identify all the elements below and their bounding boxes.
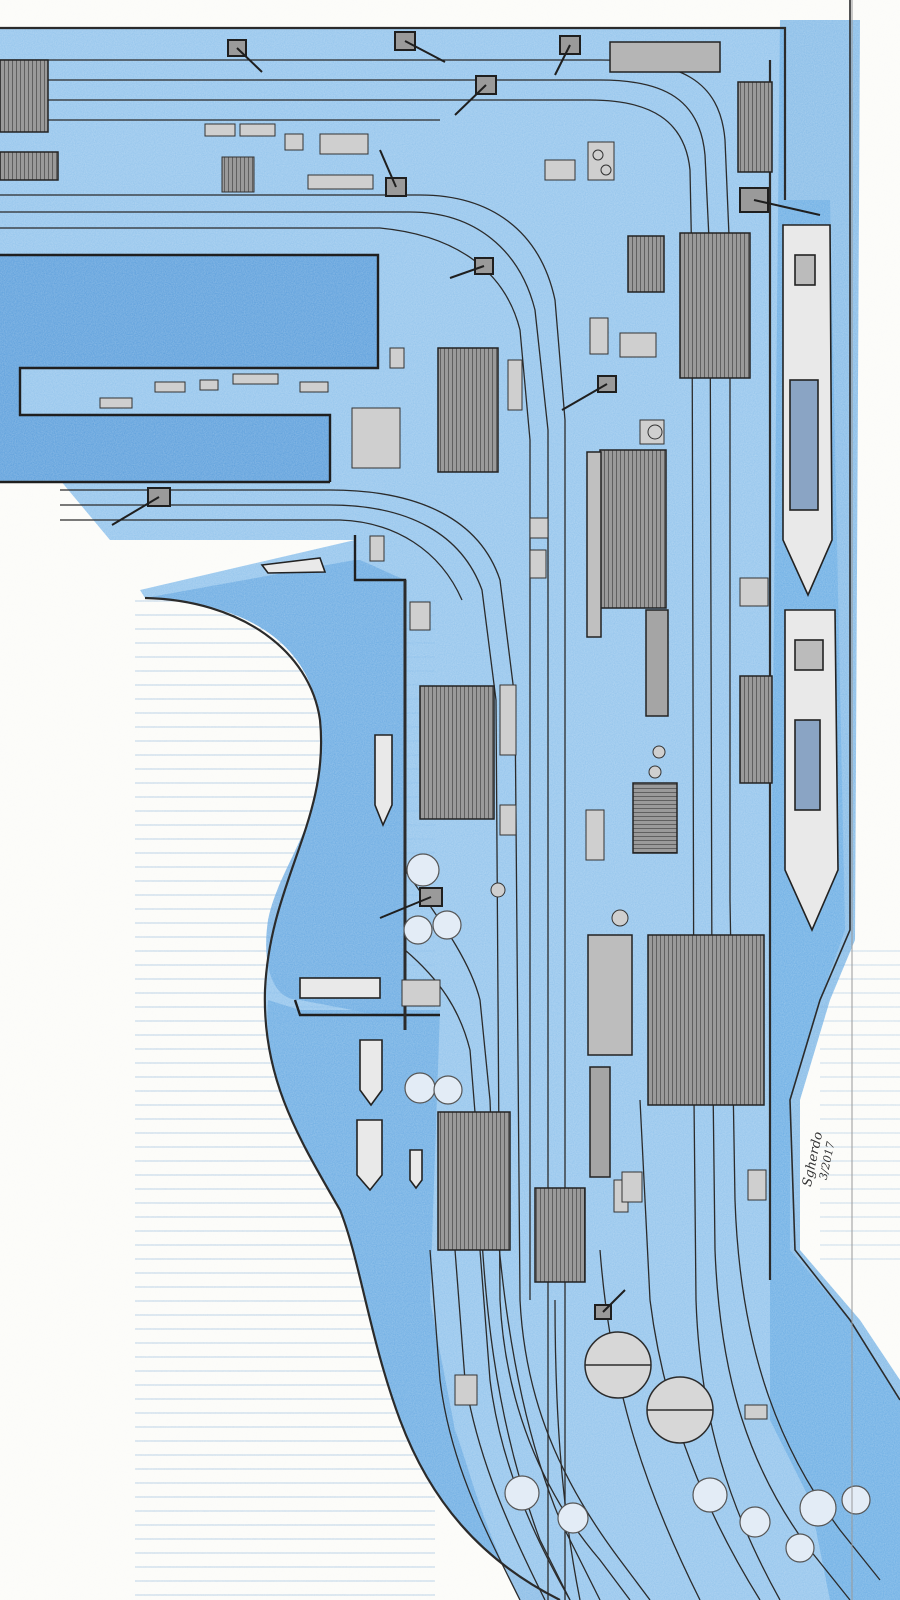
- ships: [260, 224, 839, 1192]
- depot-large: [647, 934, 765, 1106]
- buildings: [0, 41, 773, 1283]
- boat-harbour: [260, 557, 327, 574]
- shed-right-mid: [739, 675, 773, 784]
- warehouse-south: [437, 1111, 511, 1251]
- barge-jetty: [299, 977, 381, 999]
- shed-small-grid: [632, 782, 678, 854]
- shed-mid-narrow: [645, 609, 669, 717]
- warehouse-bay: [419, 685, 495, 820]
- long-shed-top: [609, 41, 721, 73]
- shed-narrow-south: [589, 1066, 611, 1178]
- goods-shed-center-annex: [586, 451, 602, 638]
- boat-bay-2: [359, 1039, 383, 1107]
- warehouse-top-left: [0, 59, 49, 133]
- boat-bay-4: [409, 1149, 423, 1190]
- shed-south: [534, 1187, 586, 1283]
- trees: [403, 853, 871, 1563]
- shed-left-small: [0, 151, 59, 181]
- shed-top-right: [737, 81, 773, 173]
- depot-small: [587, 934, 633, 1056]
- cranes: [111, 31, 821, 1320]
- boat-bay-1: [374, 734, 393, 828]
- turntables: [584, 1331, 714, 1444]
- shed-north-c: [627, 235, 665, 293]
- boat-bay-3: [356, 1119, 383, 1192]
- goods-shed-center: [599, 449, 667, 609]
- warehouse-north-b: [679, 232, 751, 379]
- yard-details: [99, 123, 769, 1420]
- warehouse-north-a: [437, 347, 499, 473]
